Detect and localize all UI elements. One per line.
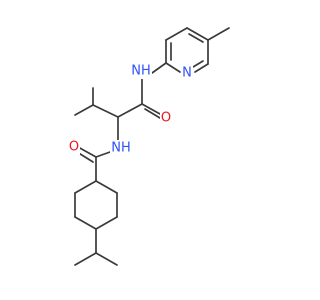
atom-o-top: O (161, 111, 171, 126)
atom-nh-top: NH (131, 64, 151, 79)
label-bg-nh-mid (110, 140, 132, 156)
bond-py-3b (188, 33, 204, 43)
bond-c-o-left-1 (77, 146, 97, 158)
molecule-structure-diagram: NH N O NH O (68, 27, 230, 266)
bond-lines (74, 27, 230, 266)
bond-chx-1 (74, 180, 97, 194)
label-bg-n-pyridine (181, 65, 193, 81)
bond-isopropyl-a (74, 252, 97, 266)
label-bg-o-left (68, 139, 80, 155)
bond-amide-co-1 (141, 103, 161, 115)
bond-py-2 (165, 27, 188, 41)
bond-n-mid-c (95, 151, 111, 158)
bond-n-top-pyridine (151, 62, 167, 74)
atom-n-pyridine: N (182, 66, 192, 81)
atom-o-left: O (69, 140, 79, 155)
label-bg-nh-top (130, 63, 152, 79)
atom-nh-mid: NH (111, 141, 131, 156)
bond-chx-6 (95, 180, 118, 194)
label-bg-o-top (160, 110, 172, 126)
bond-isopropyl-ca (92, 104, 119, 118)
bond-py-5 (194, 63, 209, 73)
bond-py-6 (165, 62, 181, 73)
bond-py-methyl (207, 27, 230, 41)
bond-chx-3 (74, 216, 97, 230)
bond-amide-co-2 (144, 108, 161, 119)
atom-labels: NH N O NH O (68, 63, 193, 156)
bond-ca-amide-c (117, 103, 143, 118)
bond-isopropyl-left (74, 104, 94, 116)
bond-isopropyl-b (95, 252, 118, 266)
bond-py-5b (192, 60, 204, 68)
bond-chx-4 (95, 216, 118, 230)
bond-py-3 (186, 27, 209, 41)
